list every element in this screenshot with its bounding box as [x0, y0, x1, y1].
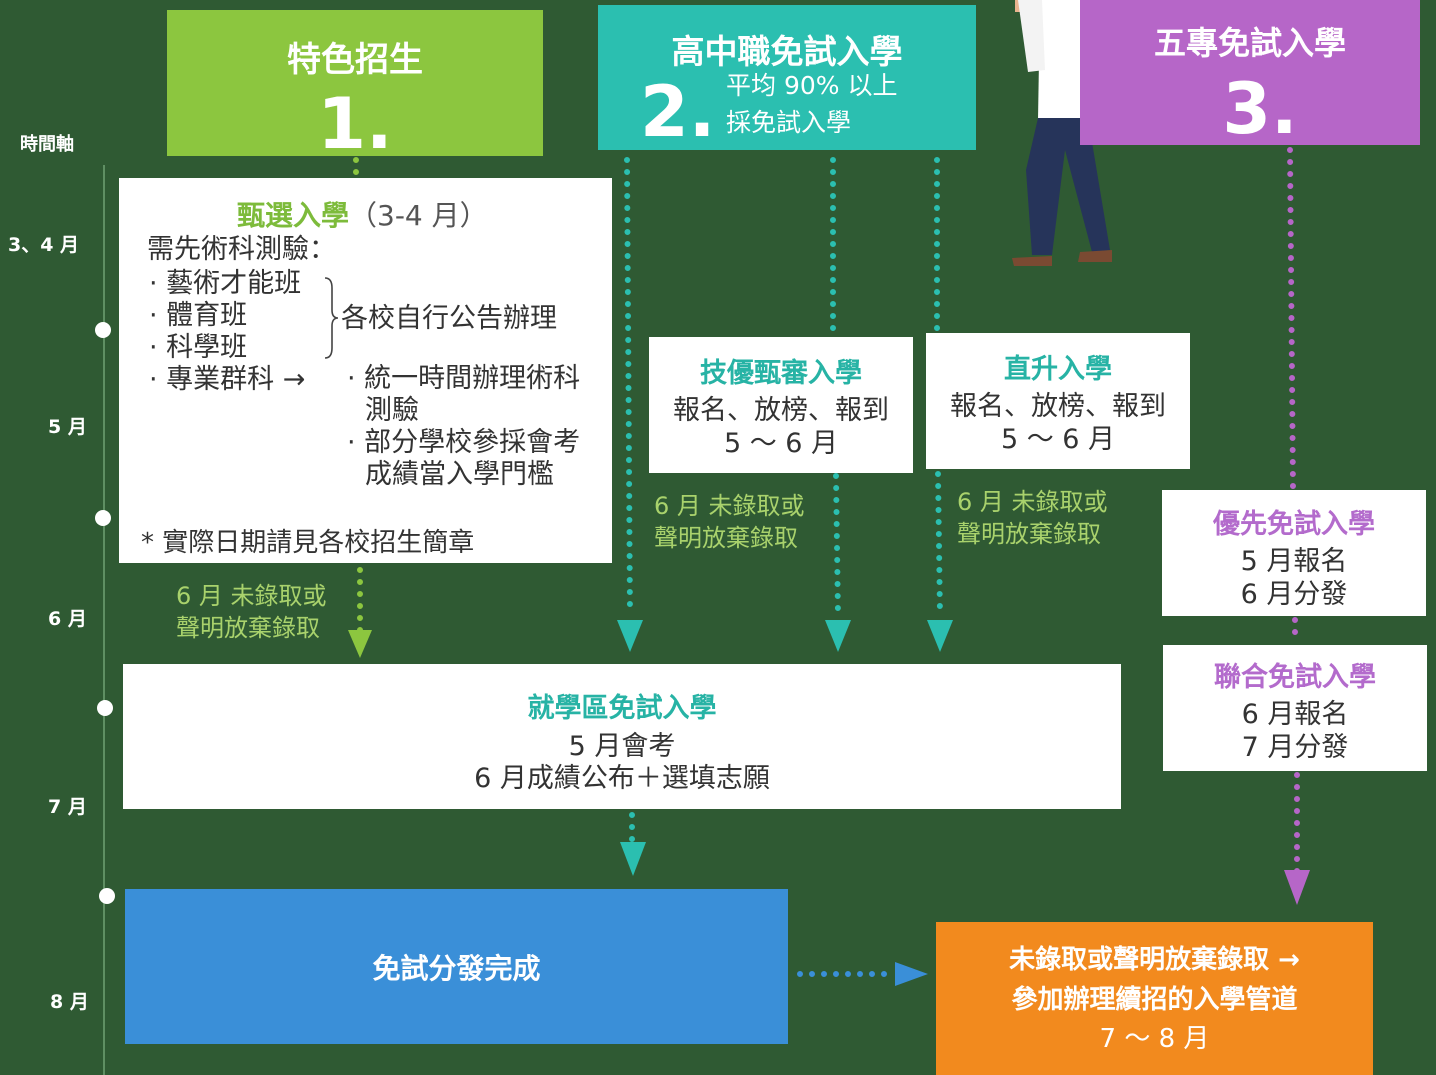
card-line: 5 ～ 6 月: [1000, 424, 1116, 455]
box-line: 未錄取或聲明放棄錄取 →: [1009, 945, 1300, 975]
list-item: · 專業群科 →: [149, 364, 306, 395]
path-title: 五專免試入學: [1153, 24, 1346, 62]
direct-admission-card: 直升入學 報名、放榜、報到 5 ～ 6 月: [926, 333, 1190, 469]
list-item: · 藝術才能班: [149, 268, 302, 299]
card-line: 6 月報名: [1241, 699, 1349, 730]
footnote: * 實際日期請見各校招生簡章: [141, 528, 475, 558]
timeline-line: [103, 165, 105, 1075]
selection-admission-card: 甄選入學（3-4 月） 需先術科測驗： · 藝術才能班 · 體育班 · 科學班 …: [119, 178, 612, 563]
note-line: 聲明放棄錄取: [654, 524, 798, 552]
timeline-title: 時間軸: [20, 134, 74, 155]
district-admission-card: 就學區免試入學 5 月會考 6 月成績公布＋選填志願: [123, 664, 1121, 809]
rejection-note: 6 月 未錄取或 聲明放棄錄取: [654, 490, 805, 554]
card-title: 就學區免試入學: [527, 693, 717, 724]
priority-admission-card: 優先免試入學 5 月報名 6 月分發: [1162, 490, 1426, 616]
card-title: 直升入學: [1004, 354, 1112, 385]
rejection-note: 6 月 未錄取或 聲明放棄錄取: [176, 580, 327, 644]
card-title: 技優甄審入學: [700, 358, 862, 389]
note-line: 聲明放棄錄取: [957, 520, 1101, 548]
card-line: 報名、放榜、報到: [950, 391, 1166, 422]
brace-text: 各校自行公告辦理: [341, 303, 557, 334]
list-item: · 統一時間辦理術科: [347, 363, 581, 394]
list-item: · 體育班: [149, 300, 248, 331]
month-label-mar-apr: 3、4 月: [8, 234, 80, 256]
path-subtitle-line: 平均 90% 以上: [726, 71, 898, 100]
list-item: · 部分學校參採會考: [347, 427, 581, 458]
path-header-special: 特色招生 1.: [167, 10, 543, 165]
rejection-note: 6 月 未錄取或 聲明放棄錄取: [957, 486, 1108, 550]
note-line: 6 月 未錄取或: [957, 488, 1108, 516]
month-label-jul: 7 月: [48, 796, 87, 818]
month-label-jun: 6 月: [48, 608, 87, 630]
card-title-period: （3-4 月）: [349, 199, 488, 232]
card-line: 7 月分發: [1241, 732, 1349, 763]
path-number: 2.: [640, 71, 716, 153]
card-title: 甄選入學: [237, 199, 350, 232]
path-header-junior-college: 五專免試入學 3.: [1080, 0, 1420, 145]
card-line: 5 月會考: [568, 731, 676, 762]
timeline-dot: [99, 888, 115, 904]
timeline-dot: [95, 510, 111, 526]
path-subtitle-line: 採免試入學: [726, 108, 852, 137]
box-line: 7 ～ 8 月: [1099, 1024, 1210, 1054]
card-line: 5 月報名: [1240, 546, 1348, 577]
allocation-complete-box: 免試分發完成: [125, 889, 788, 1044]
box-label: 免試分發完成: [372, 951, 541, 985]
month-label-may: 5 月: [48, 416, 87, 438]
card-title: 聯合免試入學: [1214, 662, 1376, 693]
path-title: 高中職免試入學: [671, 32, 903, 71]
skill-admission-card: 技優甄審入學 報名、放榜、報到 5 ～ 6 月: [649, 337, 913, 473]
list-item-continued: 成績當入學門檻: [365, 459, 554, 490]
note-line: 6 月 未錄取或: [176, 582, 327, 610]
path-header-highschool: 高中職免試入學 2. 平均 90% 以上 採免試入學: [598, 5, 976, 150]
card-line: 6 月分發: [1240, 579, 1348, 610]
path-number: 1.: [317, 83, 393, 165]
box-line: 參加辦理續招的入學管道: [1011, 985, 1298, 1015]
note-line: 6 月 未錄取或: [654, 492, 805, 520]
timeline-dot: [95, 322, 111, 338]
supplementary-admission-box: 未錄取或聲明放棄錄取 → 參加辦理續招的入學管道 7 ～ 8 月: [936, 922, 1373, 1075]
month-label-aug: 8 月: [50, 991, 89, 1013]
path-title: 特色招生: [287, 40, 423, 80]
person-illustration: [1012, 0, 1112, 266]
note-line: 聲明放棄錄取: [176, 614, 320, 642]
card-line: 6 月成績公布＋選填志願: [474, 763, 770, 794]
timeline-dot: [97, 700, 113, 716]
brace-icon: [324, 277, 339, 359]
prereq-text: 需先術科測驗：: [147, 234, 336, 265]
path-number: 3.: [1222, 68, 1298, 150]
card-line: 報名、放榜、報到: [673, 395, 889, 426]
list-item: · 科學班: [149, 332, 248, 363]
list-item-continued: 測驗: [365, 395, 419, 426]
joint-admission-card: 聯合免試入學 6 月報名 7 月分發: [1163, 645, 1427, 771]
card-line: 5 ～ 6 月: [723, 428, 839, 459]
card-title: 優先免試入學: [1213, 509, 1375, 540]
